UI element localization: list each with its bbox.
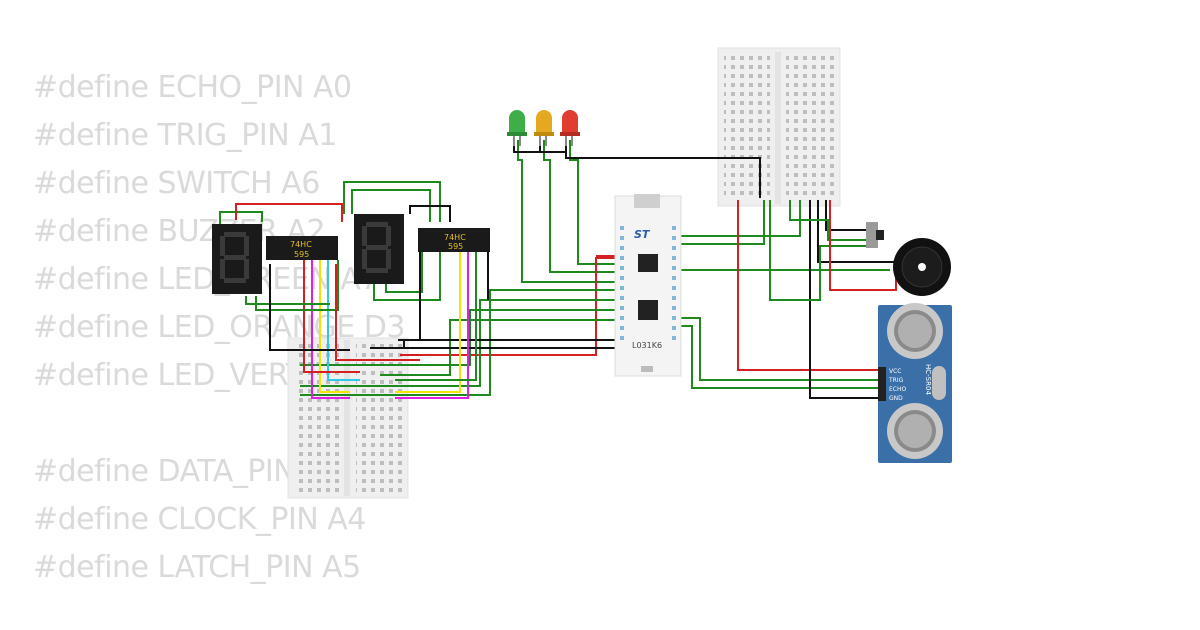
code-line: #define ECHO_PIN A0 (33, 70, 352, 105)
st-logo: ST (634, 228, 651, 241)
ultrasonic-sensor: VCC TRIG ECHO GND HC-SR04 (878, 303, 952, 463)
led-red (560, 110, 580, 146)
shift-register-1-label: 74HC (290, 240, 312, 249)
nucleo-board: ST L031K6 (614, 194, 682, 377)
code-line: #define LED_ORANGE D3 (33, 310, 405, 345)
buzzer (893, 238, 951, 296)
code-line: #define SWITCH A6 (33, 166, 320, 201)
led-green (507, 110, 527, 146)
pin-echo: ECHO (889, 386, 906, 393)
breadboard-bottom-left (287, 337, 409, 499)
shift-register-1: 74HC 595 (266, 236, 338, 260)
led-orange (534, 110, 554, 146)
shift-register-2-label: 74HC (444, 233, 466, 242)
slide-switch (866, 222, 884, 248)
code-line: #define TRIG_PIN A1 (33, 118, 337, 153)
seven-segment-display-2 (354, 214, 404, 284)
shift-register-2-label-2: 595 (448, 242, 463, 251)
pin-trig: TRIG (888, 377, 904, 384)
code-line: #define CLOCK_PIN A4 (33, 502, 366, 537)
wires (219, 140, 897, 399)
shift-register-2: 74HC 595 (418, 228, 490, 252)
mcu-label: L031K6 (632, 341, 662, 350)
pin-vcc: VCC (889, 368, 901, 375)
sensor-model-label: HC-SR04 (924, 364, 932, 395)
pin-gnd: GND (889, 395, 903, 402)
seven-segment-display-1 (212, 224, 262, 294)
code-line: #define LATCH_PIN A5 (33, 550, 361, 585)
shift-register-1-label-2: 595 (294, 250, 309, 259)
breadboard-top-right (717, 47, 841, 207)
